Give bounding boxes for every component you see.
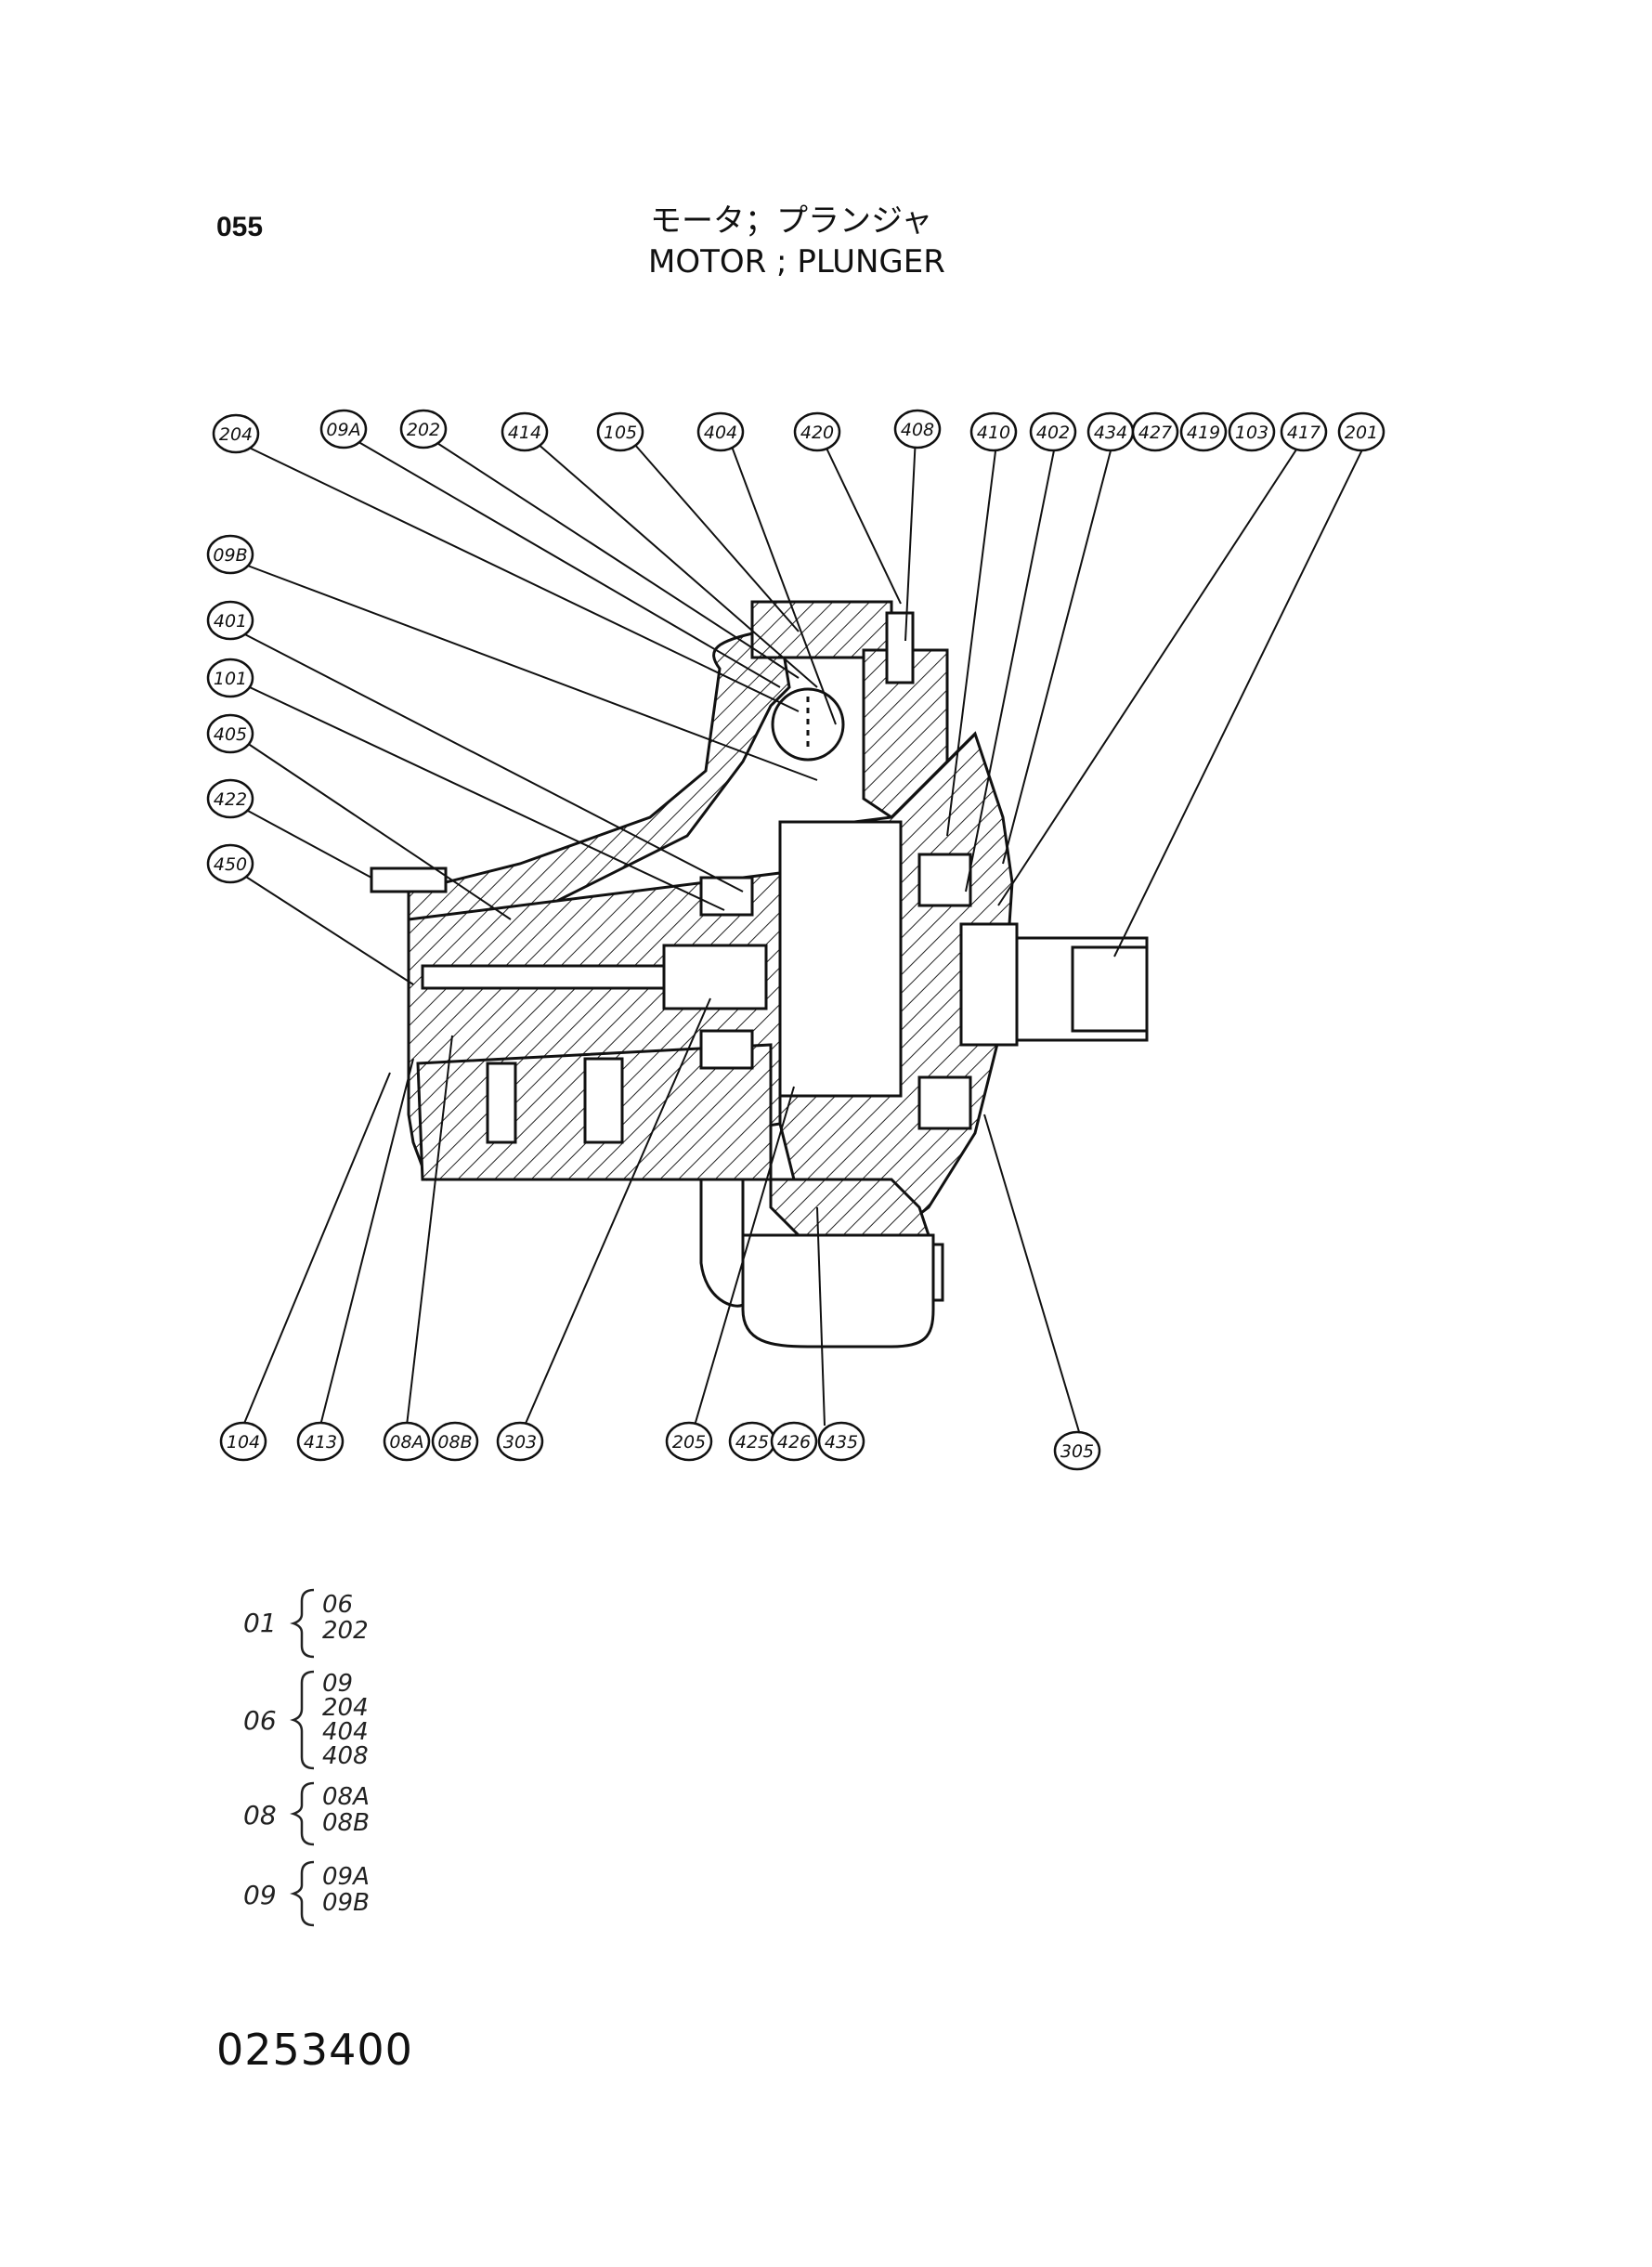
page-number: 055 [216,212,264,242]
callout-bubbles [206,409,1385,1471]
assembly-child: 09A [322,1863,370,1891]
callout-402: 402 [1036,423,1070,443]
callout-450: 450 [214,854,247,875]
assembly-child: 06 [322,1591,354,1619]
assembly-parent: 01 [243,1608,277,1638]
assembly-child: 09B [322,1889,370,1917]
title-english: MOTOR ; PLUNGER [648,243,945,280]
motor-outline-details [370,611,1149,1348]
callout-414: 414 [508,423,541,443]
callout-201: 201 [1345,423,1378,443]
callout-305: 305 [1060,1441,1094,1462]
callout-404: 404 [704,423,737,443]
assembly-child: 204 [322,1694,369,1722]
callout-09b: 09B [213,545,247,566]
callout-419: 419 [1187,423,1220,443]
callout-435: 435 [825,1432,858,1453]
callout-422: 422 [214,789,247,810]
callout-101: 101 [214,669,247,689]
document-number: 0253400 [216,2025,413,2075]
assembly-child: 08B [322,1809,370,1837]
callout-08b: 08B [437,1432,472,1453]
callout-labels: 204 09A 202 414 105 404 420 408 410 402 … [213,420,1378,1462]
callout-413: 413 [304,1432,337,1453]
callout-205: 205 [672,1432,706,1453]
callout-204: 204 [219,424,253,445]
callout-303: 303 [503,1432,537,1453]
callout-401: 401 [214,611,247,632]
callout-425: 425 [735,1432,769,1453]
callout-410: 410 [977,423,1010,443]
callout-434: 434 [1094,423,1127,443]
assembly-parent: 08 [243,1800,277,1831]
callout-417: 417 [1287,423,1320,443]
assembly-child: 08A [322,1783,370,1811]
assembly-parent: 06 [243,1705,277,1736]
callout-426: 426 [777,1432,811,1453]
title-japanese: モータ；プランジャ [650,202,933,240]
callout-08a: 08A [389,1432,423,1453]
callout-09a: 09A [326,420,360,440]
callout-420: 420 [800,423,834,443]
assembly-child: 09 [322,1670,354,1698]
callout-202: 202 [407,420,440,440]
leader-lines [235,436,1366,1436]
callout-405: 405 [214,724,247,745]
callout-104: 104 [227,1432,260,1453]
assembly-parent: 09 [243,1880,277,1910]
callout-427: 427 [1138,423,1172,443]
assembly-braces [290,1588,315,1927]
callout-103: 103 [1235,423,1268,443]
callout-408: 408 [901,420,934,440]
assembly-child: 202 [322,1617,369,1645]
assembly-child: 408 [322,1742,369,1770]
callout-105: 105 [604,423,637,443]
assembly-child: 404 [322,1718,369,1746]
